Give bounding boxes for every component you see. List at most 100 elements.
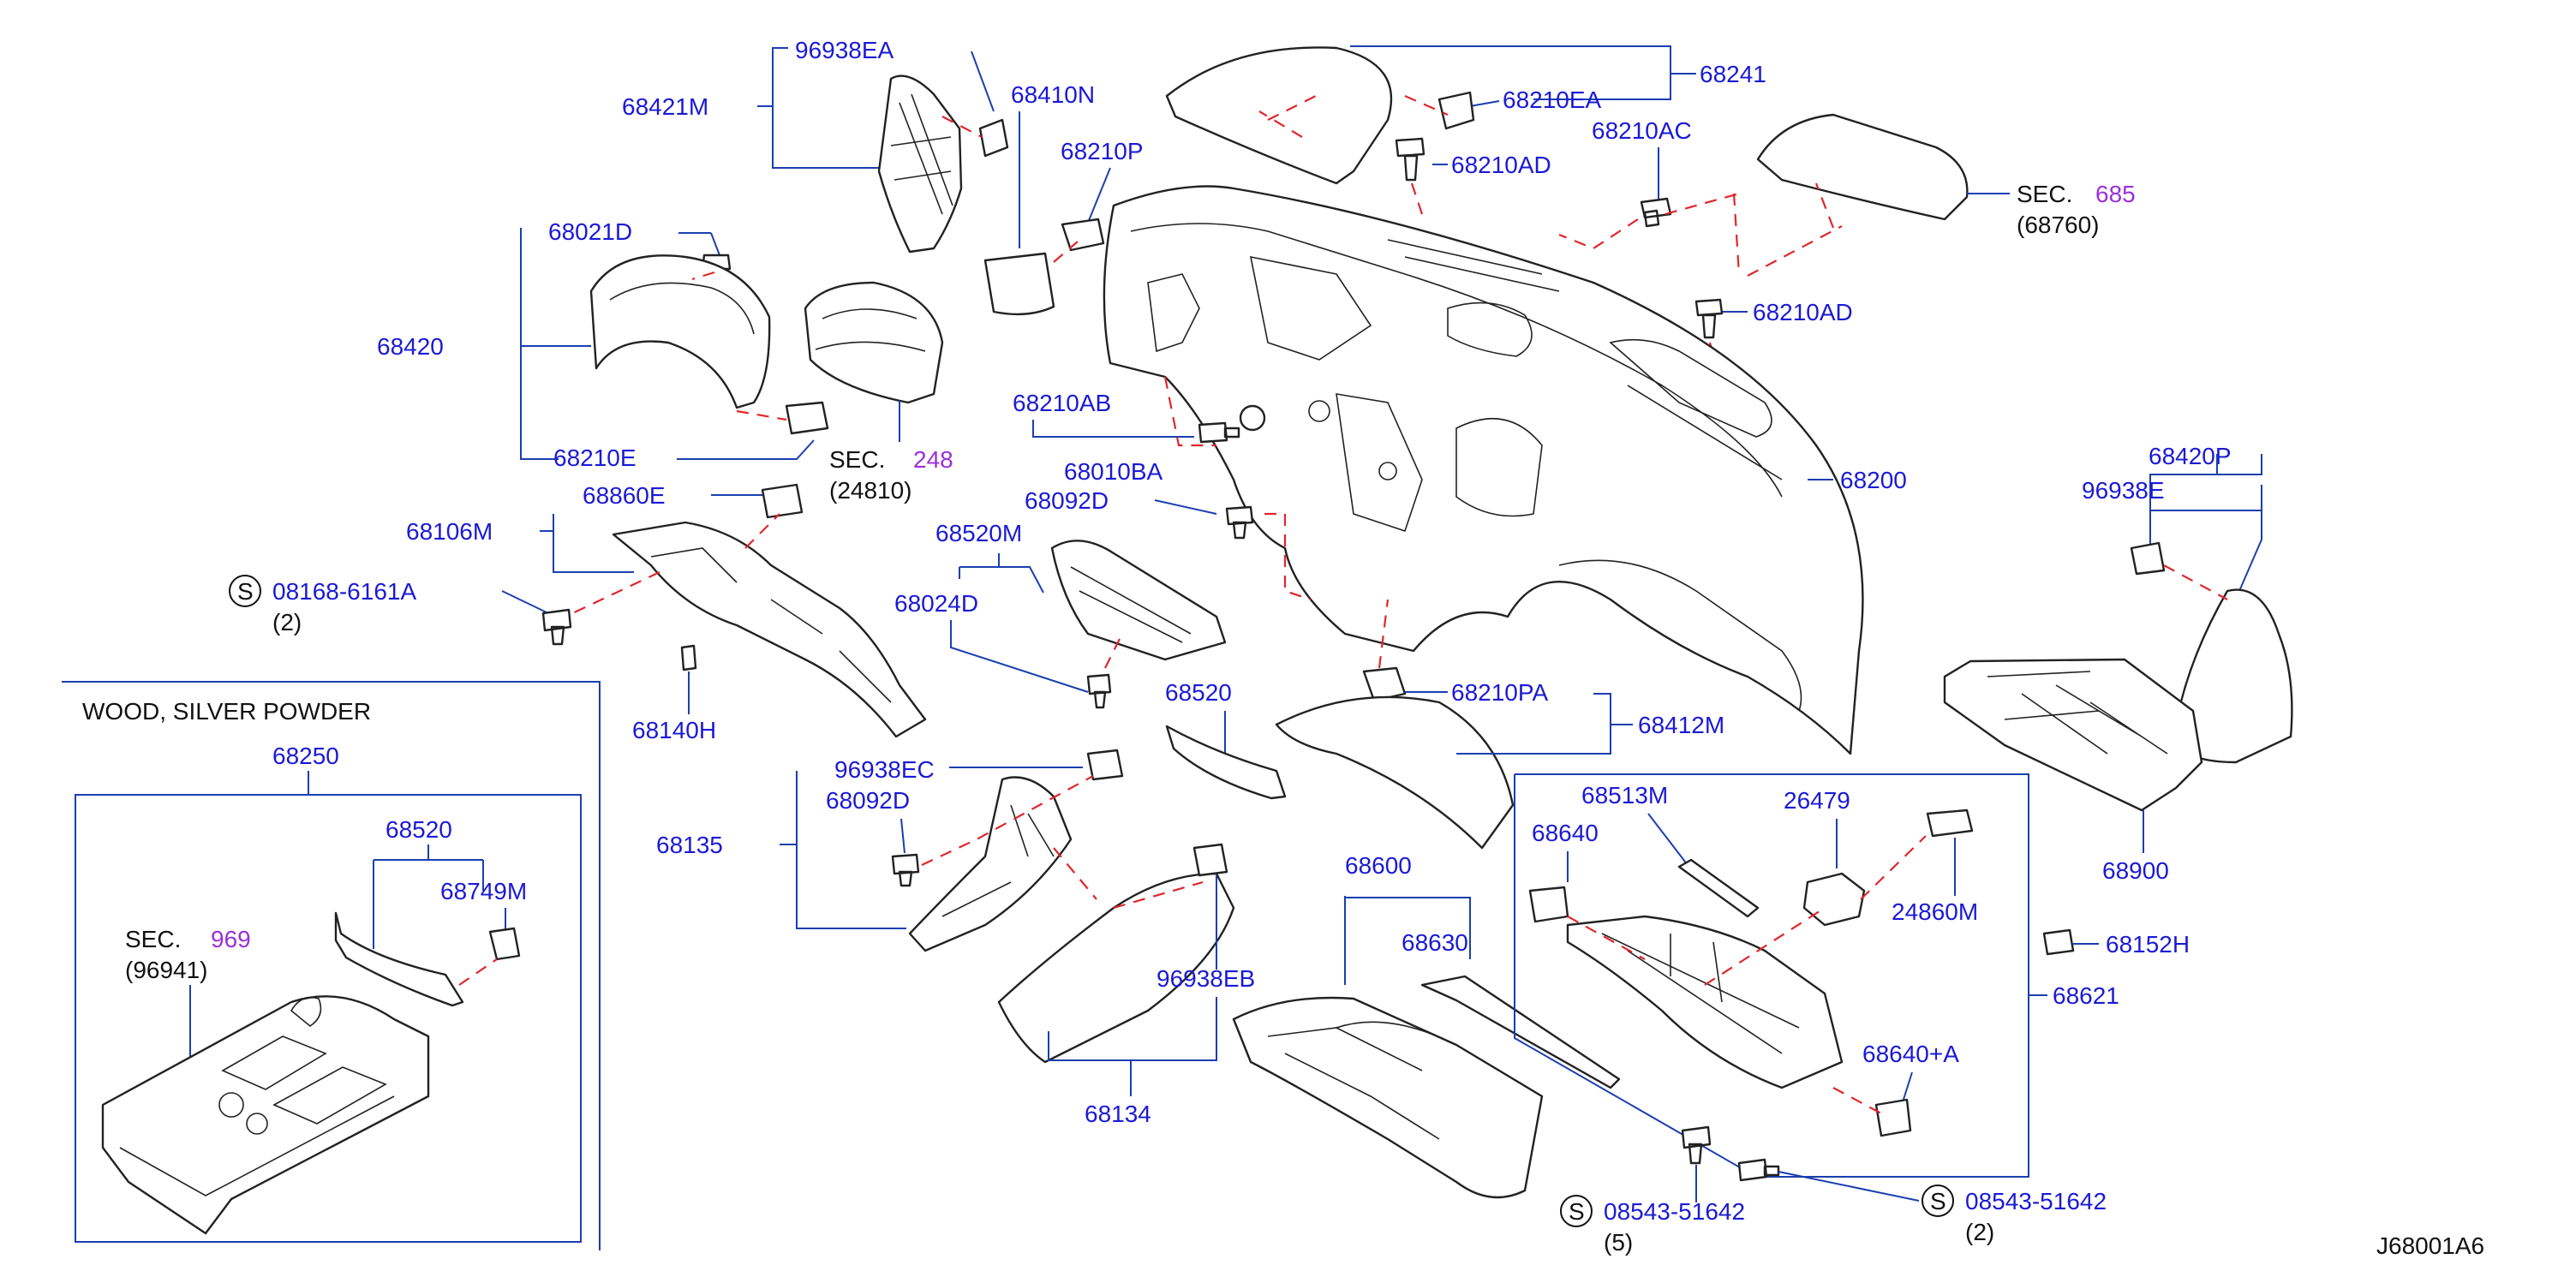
screw-68024D[interactable] <box>1086 673 1112 709</box>
part-68410N-cover[interactable] <box>983 252 1055 316</box>
part-68412M-finisher[interactable] <box>1275 695 1515 850</box>
part-68900-bracket[interactable] <box>1943 658 2203 812</box>
part-68520M-finisher[interactable] <box>1050 540 1227 661</box>
label-68200[interactable]: 68200 <box>1840 467 1907 493</box>
label-68210E[interactable]: 68210E <box>553 445 637 471</box>
label-68420P[interactable]: 68420P <box>2149 443 2232 469</box>
part-68210P-clip[interactable] <box>1061 218 1105 252</box>
label-24860M[interactable]: 24860M <box>1892 898 1978 925</box>
screw-68092D-a[interactable] <box>1225 505 1254 540</box>
inset-part-68749M-label[interactable]: 68749M <box>440 878 527 904</box>
screw-symbol-S-2-text: S <box>1569 1198 1585 1225</box>
label-68210EA[interactable]: 68210EA <box>1503 87 1602 113</box>
label-68520[interactable]: 68520 <box>1165 679 1232 706</box>
part-68860E-clip[interactable] <box>761 483 804 519</box>
part-26479-lamp[interactable] <box>1802 872 1866 927</box>
inset-finisher-strip[interactable] <box>334 911 464 1007</box>
inset-part-68520-label[interactable]: 68520 <box>386 816 452 843</box>
sec-248-number[interactable]: 248 <box>913 446 953 473</box>
screw-68210AD-a[interactable] <box>1395 137 1425 182</box>
sec-248-label: SEC. <box>829 446 885 473</box>
label-68420[interactable]: 68420 <box>377 333 444 360</box>
screw-symbol-S-3 <box>1922 1184 1954 1217</box>
label-68210PA[interactable]: 68210PA <box>1451 679 1548 706</box>
inset-sec-ref: (96941) <box>125 957 208 983</box>
label-68140H[interactable]: 68140H <box>632 717 716 743</box>
inset-console[interactable] <box>101 995 430 1235</box>
label-68241[interactable]: 68241 <box>1700 61 1766 87</box>
part-68630-damper[interactable] <box>1420 975 1621 1089</box>
label-26479[interactable]: 26479 <box>1784 787 1850 814</box>
label-68092D-b[interactable]: 68092D <box>826 787 910 814</box>
screw-ref-08543-51642-b[interactable]: 08543-51642 <box>1965 1188 2107 1214</box>
screw-68210AC[interactable] <box>1640 197 1672 228</box>
screw-08168-6161A[interactable] <box>541 608 572 646</box>
label-96938EB[interactable]: 96938EB <box>1157 965 1255 992</box>
label-68210AD-a[interactable]: 68210AD <box>1451 152 1551 178</box>
label-68900[interactable]: 68900 <box>2102 857 2169 884</box>
screw-68210AB[interactable] <box>1198 421 1240 444</box>
inset-sec-number[interactable]: 969 <box>211 926 251 952</box>
screw-08543-51642-a[interactable] <box>1681 1125 1712 1165</box>
label-68630[interactable]: 68630 <box>1402 929 1468 956</box>
part-68420P-cover[interactable] <box>2171 588 2293 764</box>
part-68420-bezel[interactable] <box>589 254 771 409</box>
label-68600[interactable]: 68600 <box>1345 852 1412 879</box>
label-68860E[interactable]: 68860E <box>583 482 666 509</box>
label-68410N[interactable]: 68410N <box>1011 81 1095 108</box>
label-68640A[interactable]: 68640+A <box>1862 1041 1959 1067</box>
screw-ref-08543-51642-a[interactable]: 08543-51642 <box>1604 1198 1745 1225</box>
label-68210AB[interactable]: 68210AB <box>1013 390 1111 416</box>
part-68520-strip[interactable] <box>1165 725 1287 800</box>
label-68135[interactable]: 68135 <box>656 832 723 858</box>
part-68241-pad[interactable] <box>1165 46 1393 185</box>
label-68513M[interactable]: 68513M <box>1581 782 1668 809</box>
part-68600-glovebox[interactable] <box>1232 996 1544 1199</box>
inset-assembly-label[interactable]: 68250 <box>272 743 339 769</box>
label-68134[interactable]: 68134 <box>1085 1101 1151 1127</box>
sec-685-number[interactable]: 685 <box>2095 181 2136 207</box>
label-96938E[interactable]: 96938E <box>2082 477 2165 504</box>
part-68210EA-clip[interactable] <box>1437 91 1475 130</box>
label-68010BA[interactable]: 68010BA <box>1064 458 1163 485</box>
label-68621[interactable]: 68621 <box>2053 982 2119 1009</box>
part-68106M-bracket[interactable] <box>612 521 927 738</box>
label-68021D[interactable]: 68021D <box>548 218 632 245</box>
part-68210E-clip[interactable] <box>785 401 829 435</box>
part-68200-panel[interactable] <box>1103 185 1864 755</box>
label-68092D-a[interactable]: 68092D <box>1025 487 1109 514</box>
part-96938E-clip[interactable] <box>2130 541 2166 576</box>
label-68106M[interactable]: 68106M <box>406 518 493 545</box>
part-68010BA-plug[interactable] <box>1239 404 1266 432</box>
label-68210AC[interactable]: 68210AC <box>1592 117 1692 144</box>
part-68210PA-clip[interactable] <box>1362 666 1407 702</box>
part-96938EA-clip[interactable] <box>978 118 1009 158</box>
label-68520M[interactable]: 68520M <box>935 520 1022 546</box>
label-68024D[interactable]: 68024D <box>894 590 978 617</box>
screw-68092D-b[interactable] <box>891 853 920 887</box>
part-24860M-switch[interactable] <box>1926 809 1974 838</box>
screw-08543-51642-b[interactable] <box>1737 1158 1780 1182</box>
label-68412M[interactable]: 68412M <box>1638 712 1724 738</box>
sec-248-ref: (24810) <box>829 477 912 504</box>
label-96938EA[interactable]: 96938EA <box>795 37 894 63</box>
inset-clip[interactable] <box>488 927 521 961</box>
label-96938EC[interactable]: 96938EC <box>834 756 935 783</box>
screw-ref-08168-6161A[interactable]: 08168-6161A <box>272 578 416 605</box>
part-68760-lid[interactable] <box>1756 113 1969 221</box>
part-68140H-clip[interactable] <box>680 644 697 671</box>
part-96938EC-clip[interactable] <box>1086 749 1124 781</box>
label-68421M[interactable]: 68421M <box>622 93 708 120</box>
part-68152H-bumper[interactable] <box>2042 928 2075 956</box>
part-68135-panel[interactable] <box>908 776 1073 952</box>
part-68421M-grille[interactable] <box>877 75 963 254</box>
label-68640[interactable]: 68640 <box>1532 820 1599 846</box>
part-68640-bumper[interactable] <box>1528 886 1569 923</box>
part-68513M-rod[interactable] <box>1677 858 1760 918</box>
part-68640A-bumper[interactable] <box>1874 1098 1912 1137</box>
label-68210AD-b[interactable]: 68210AD <box>1753 299 1853 325</box>
part-96938EB-clip[interactable] <box>1192 843 1228 877</box>
screw-68210AD-b[interactable] <box>1694 298 1724 339</box>
label-68210P[interactable]: 68210P <box>1061 138 1144 164</box>
label-68152H[interactable]: 68152H <box>2106 931 2190 958</box>
